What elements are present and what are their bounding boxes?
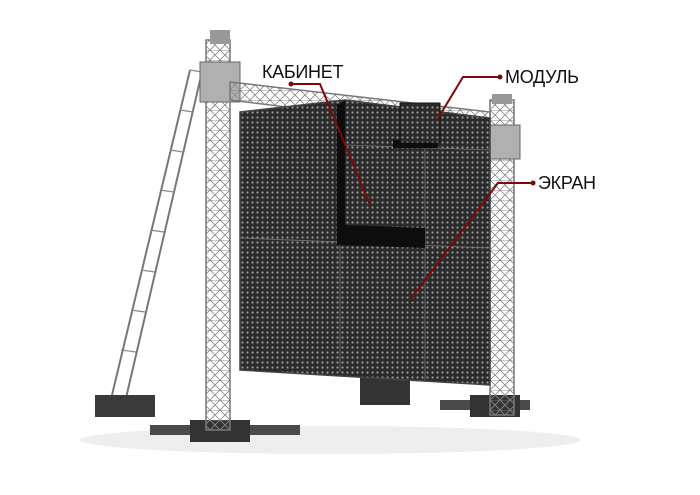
screen-leader-dot <box>530 180 536 186</box>
diagonal-support <box>111 69 203 399</box>
right-truss-tower <box>485 94 521 416</box>
module-highlight <box>393 102 441 148</box>
cabinet-leader-line <box>291 83 371 206</box>
module-leader-dot <box>497 74 503 80</box>
cabinet-label: КАБИНЕТ <box>262 62 344 82</box>
leader-lines <box>291 76 533 301</box>
module-label: МОДУЛЬ <box>505 67 579 87</box>
screen-label: ЭКРАН <box>538 173 596 193</box>
cabinet-highlight <box>337 100 425 248</box>
screen-leader-line <box>409 182 533 301</box>
cabinet-leader-dot <box>288 81 294 87</box>
module-leader-line <box>436 76 500 121</box>
